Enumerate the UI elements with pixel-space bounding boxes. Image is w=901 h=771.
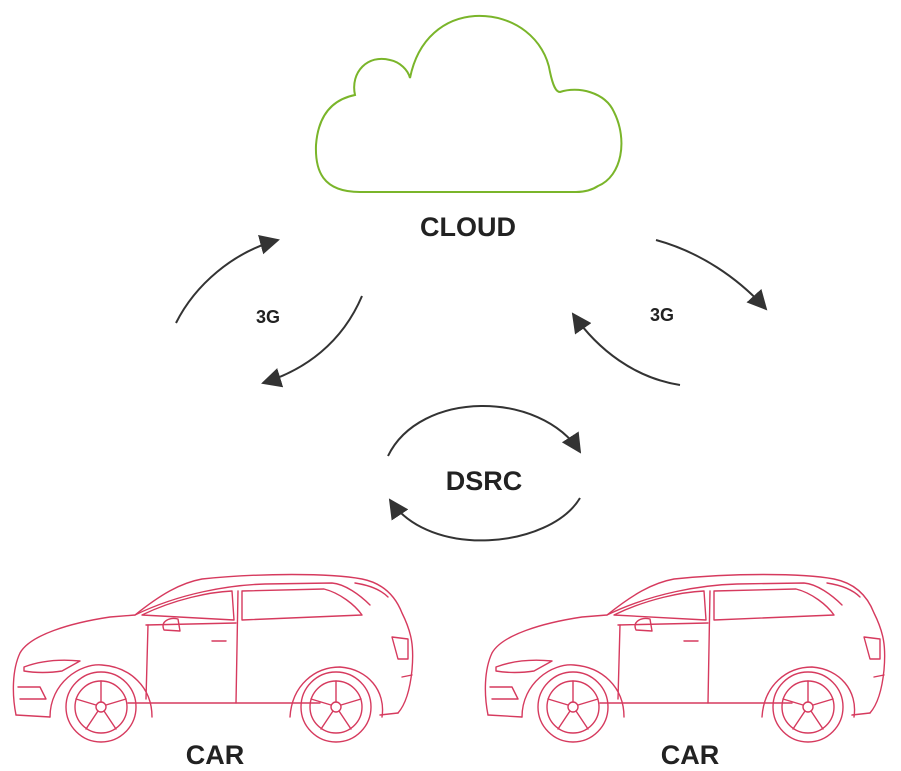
cloud-icon xyxy=(314,14,623,193)
curved-arrow-icon xyxy=(655,239,768,311)
car-icon xyxy=(12,573,414,743)
car-label-right: CAR xyxy=(661,740,720,770)
curved-arrow-icon xyxy=(387,405,582,457)
cloud-label: CLOUD xyxy=(420,212,516,242)
curved-arrow-icon xyxy=(571,312,681,386)
car-label-left: CAR xyxy=(186,740,245,770)
curved-arrow-icon xyxy=(388,497,581,542)
car-icon xyxy=(484,573,886,743)
link-label-right: 3G xyxy=(650,305,674,325)
link-label-left: 3G xyxy=(256,307,280,327)
curved-arrow-icon xyxy=(261,295,363,388)
curved-arrow-icon xyxy=(175,234,280,324)
link-label-middle: DSRC xyxy=(446,466,523,496)
